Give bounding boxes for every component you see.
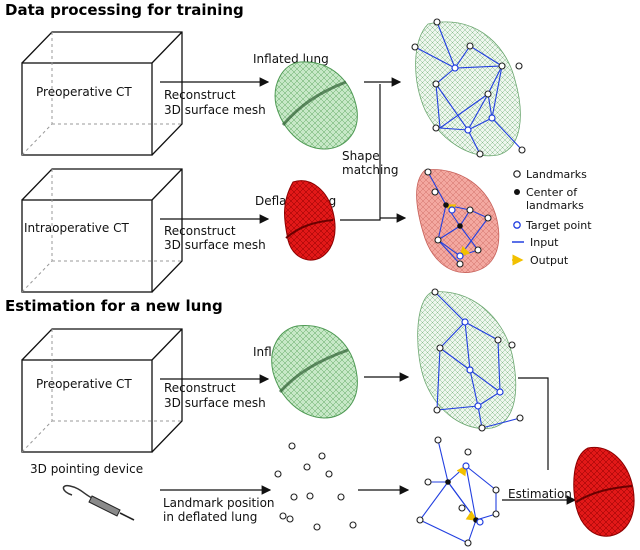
estimation-connector (518, 377, 549, 470)
preop-ct-label-1: Preoperative CT (36, 85, 132, 99)
shape-matching-label-b: matching (342, 163, 399, 177)
legend-output: Output (530, 254, 569, 267)
landmark-point-cloud (274, 442, 357, 531)
estimated-deflated-lung (573, 446, 635, 537)
preop-ct-box-2: Preoperative CT (21, 328, 183, 453)
landmark-position-label-b: in deflated lung (163, 510, 257, 524)
legend-target-marker (513, 221, 521, 229)
legend-landmark-marker (513, 170, 521, 178)
landmark-mesh-inflated-estimation (417, 288, 524, 432)
estimation-section-title: Estimation for a new lung (5, 297, 223, 315)
legend-center-of: Center of (526, 186, 578, 199)
landmark-mesh-inflated-training (411, 18, 526, 158)
legend: Landmarks Center of landmarks Target poi… (512, 168, 592, 267)
legend-center-marker (514, 189, 520, 195)
shape-matching-bracket (340, 84, 381, 221)
inflated-lung-mesh-2 (271, 325, 358, 419)
legend-input: Input (530, 236, 559, 249)
deflated-lung-mesh (284, 180, 336, 261)
center-marker (443, 202, 449, 208)
inflated-lung-mesh-1 (274, 61, 358, 150)
reconstruct-label-1b: 3D surface mesh (164, 103, 266, 117)
preop-ct-box-1: Preoperative CT (21, 31, 183, 156)
reconstruct-label-3b: 3D surface mesh (164, 396, 266, 410)
reconstruct-label-3a: Reconstruct (164, 381, 236, 395)
landmark-mesh-deflated-training (416, 168, 500, 273)
reconstruct-label-2a: Reconstruct (164, 224, 236, 238)
pointing-device-icon (62, 484, 135, 521)
legend-target-point: Target point (525, 219, 592, 232)
estimation-label: Estimation (508, 487, 572, 501)
preop-ct-label-2: Preoperative CT (36, 377, 132, 391)
intraop-ct-box: Intraoperative CT (21, 168, 183, 293)
shape-matching-label-a: Shape (342, 149, 380, 163)
intraop-ct-label: Intraoperative CT (24, 221, 129, 235)
legend-center-landmarks: landmarks (526, 199, 584, 212)
estimated-landmark-graph (416, 436, 500, 547)
pointing-device-label: 3D pointing device (30, 462, 143, 476)
legend-landmarks: Landmarks (526, 168, 587, 181)
landmark-position-label-a: Landmark position (163, 496, 275, 510)
reconstruct-label-2b: 3D surface mesh (164, 238, 266, 252)
reconstruct-label-1a: Reconstruct (164, 88, 236, 102)
training-section-title: Data processing for training (5, 1, 244, 19)
